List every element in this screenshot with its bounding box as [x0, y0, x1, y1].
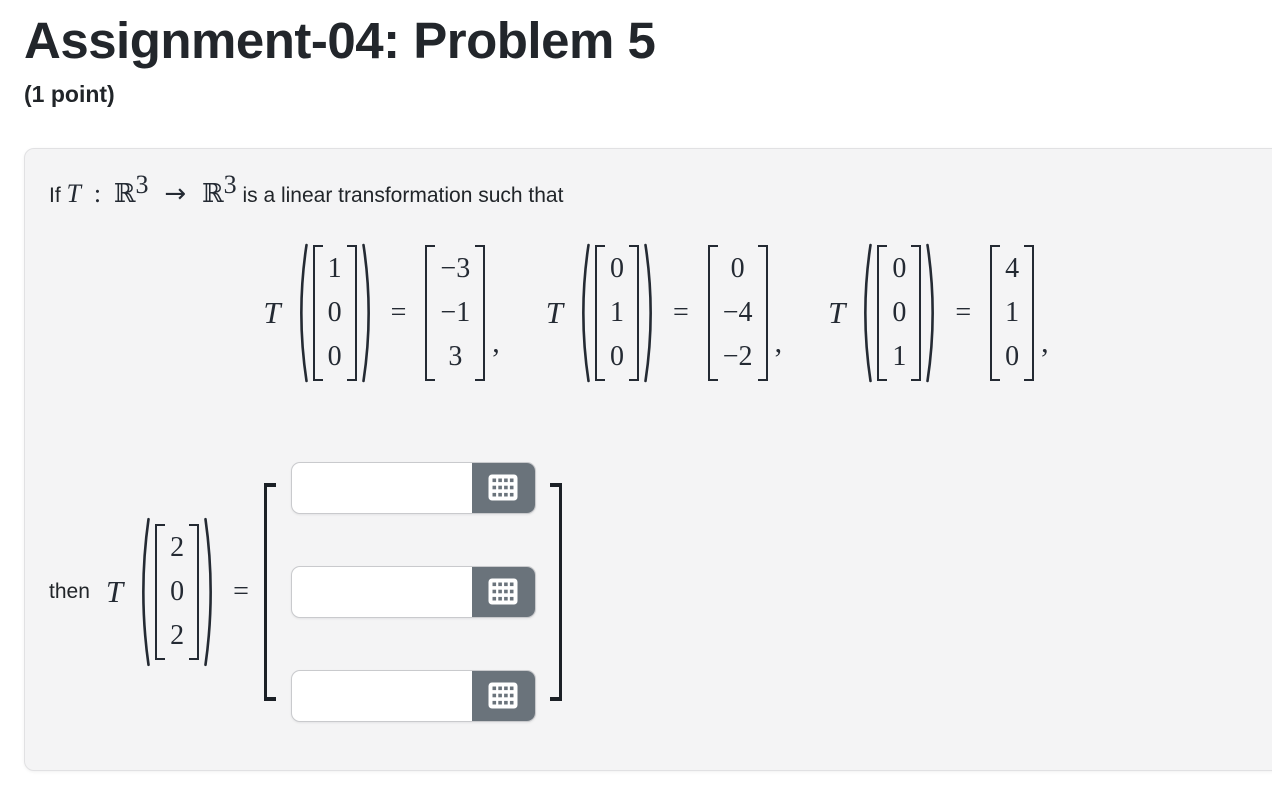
points-label: (1 point)	[24, 81, 115, 108]
vector-cell: 0	[609, 252, 624, 284]
vector-cell: −3	[440, 252, 471, 284]
vector-cell: −2	[722, 340, 753, 372]
vector-cell: 1	[609, 296, 624, 328]
vector-cell: 0	[892, 296, 907, 328]
output-vector: −3 −1 3	[425, 244, 486, 381]
vector-cell: −4	[722, 296, 753, 328]
then-label: then	[49, 579, 90, 603]
intro-prefix: If	[49, 184, 61, 208]
comma-separator: ,	[1041, 325, 1049, 359]
answer-column	[290, 461, 536, 722]
vector-cell: 0	[1005, 340, 1020, 372]
equals-sign: =	[672, 296, 689, 328]
keypad-button[interactable]	[471, 462, 535, 513]
answer-row: then T 2 0 2 =	[49, 461, 1263, 722]
output-vector: 0 −4 −2	[707, 244, 768, 381]
display-equation: T 0 1 0 = 0 −4 −2 ,	[546, 242, 782, 384]
vector-cell: 2	[170, 619, 185, 651]
exponent: 3	[135, 170, 149, 200]
page-title: Assignment-04: Problem 5	[24, 12, 656, 69]
input-vector: 0 0 1	[877, 244, 922, 381]
left-paren-icon	[142, 517, 150, 666]
answer-input-3[interactable]	[291, 670, 472, 721]
vector-cell: 0	[327, 340, 342, 372]
vector-cell: 1	[327, 252, 342, 284]
comma-separator: ,	[492, 325, 500, 359]
answer-input-1[interactable]	[291, 462, 472, 513]
equals-sign: =	[233, 575, 249, 607]
input-vector: 1 0 0	[312, 244, 357, 381]
colon: :	[93, 179, 102, 209]
vector-cell: 2	[170, 531, 185, 563]
func-T: T	[828, 294, 846, 330]
display-equation: T 1 0 0 = −3 −1 3 ,	[263, 242, 500, 384]
vector-cell: 0	[609, 340, 624, 372]
display-equation: T 0 0 1 = 4 1 0 ,	[828, 242, 1049, 384]
answer-field	[290, 669, 536, 722]
left-paren-icon	[582, 243, 590, 382]
func-T: T	[263, 294, 281, 330]
vector-cell: 1	[1005, 296, 1020, 328]
answer-bracket-left	[263, 482, 276, 701]
real-set: ℝ	[113, 179, 136, 209]
vector-cell: 1	[892, 340, 907, 372]
left-paren-icon	[864, 243, 873, 382]
right-paren-icon	[926, 243, 935, 382]
intro-text: If T : ℝ3 → ℝ3 is a linear transformatio…	[49, 170, 1263, 216]
equation-row: T 1 0 0 = −3 −1 3 , T	[49, 242, 1263, 384]
right-paren-icon	[204, 517, 213, 666]
right-paren-icon	[361, 243, 370, 382]
input-vector: 2 0 2	[155, 523, 200, 660]
arrow-right-icon: →	[164, 179, 187, 210]
comma-separator: ,	[774, 325, 783, 359]
vector-cell: −1	[440, 296, 471, 328]
vector-cell: 3	[448, 340, 463, 372]
func-T: T	[105, 573, 124, 609]
equals-sign: =	[390, 296, 407, 328]
keypad-icon	[488, 474, 518, 501]
right-paren-icon	[644, 243, 652, 382]
keypad-button[interactable]	[471, 670, 535, 721]
exponent: 3	[223, 170, 237, 200]
vector-cell: 0	[170, 575, 185, 607]
func-T: T	[66, 179, 81, 209]
input-vector: 0 1 0	[594, 244, 639, 381]
vector-cell: 0	[892, 252, 907, 284]
answer-field	[290, 565, 536, 618]
output-vector: 4 1 0	[990, 244, 1035, 381]
answer-field	[290, 461, 536, 514]
intro-suffix: is a linear transformation such that	[242, 184, 564, 208]
real-set: ℝ	[202, 179, 224, 209]
vector-cell: 4	[1005, 252, 1020, 284]
keypad-button[interactable]	[471, 566, 535, 617]
keypad-icon	[488, 578, 518, 605]
conclusion-expression: then T 2 0 2 =	[49, 516, 264, 668]
answer-bracket-right	[549, 482, 562, 701]
keypad-icon	[488, 682, 518, 709]
vector-cell: 0	[730, 252, 745, 284]
answer-input-2[interactable]	[291, 566, 472, 617]
left-paren-icon	[299, 243, 308, 382]
equals-sign: =	[955, 296, 972, 328]
problem-panel: If T : ℝ3 → ℝ3 is a linear transformatio…	[24, 148, 1272, 771]
vector-cell: 0	[327, 296, 342, 328]
func-T: T	[545, 294, 563, 330]
